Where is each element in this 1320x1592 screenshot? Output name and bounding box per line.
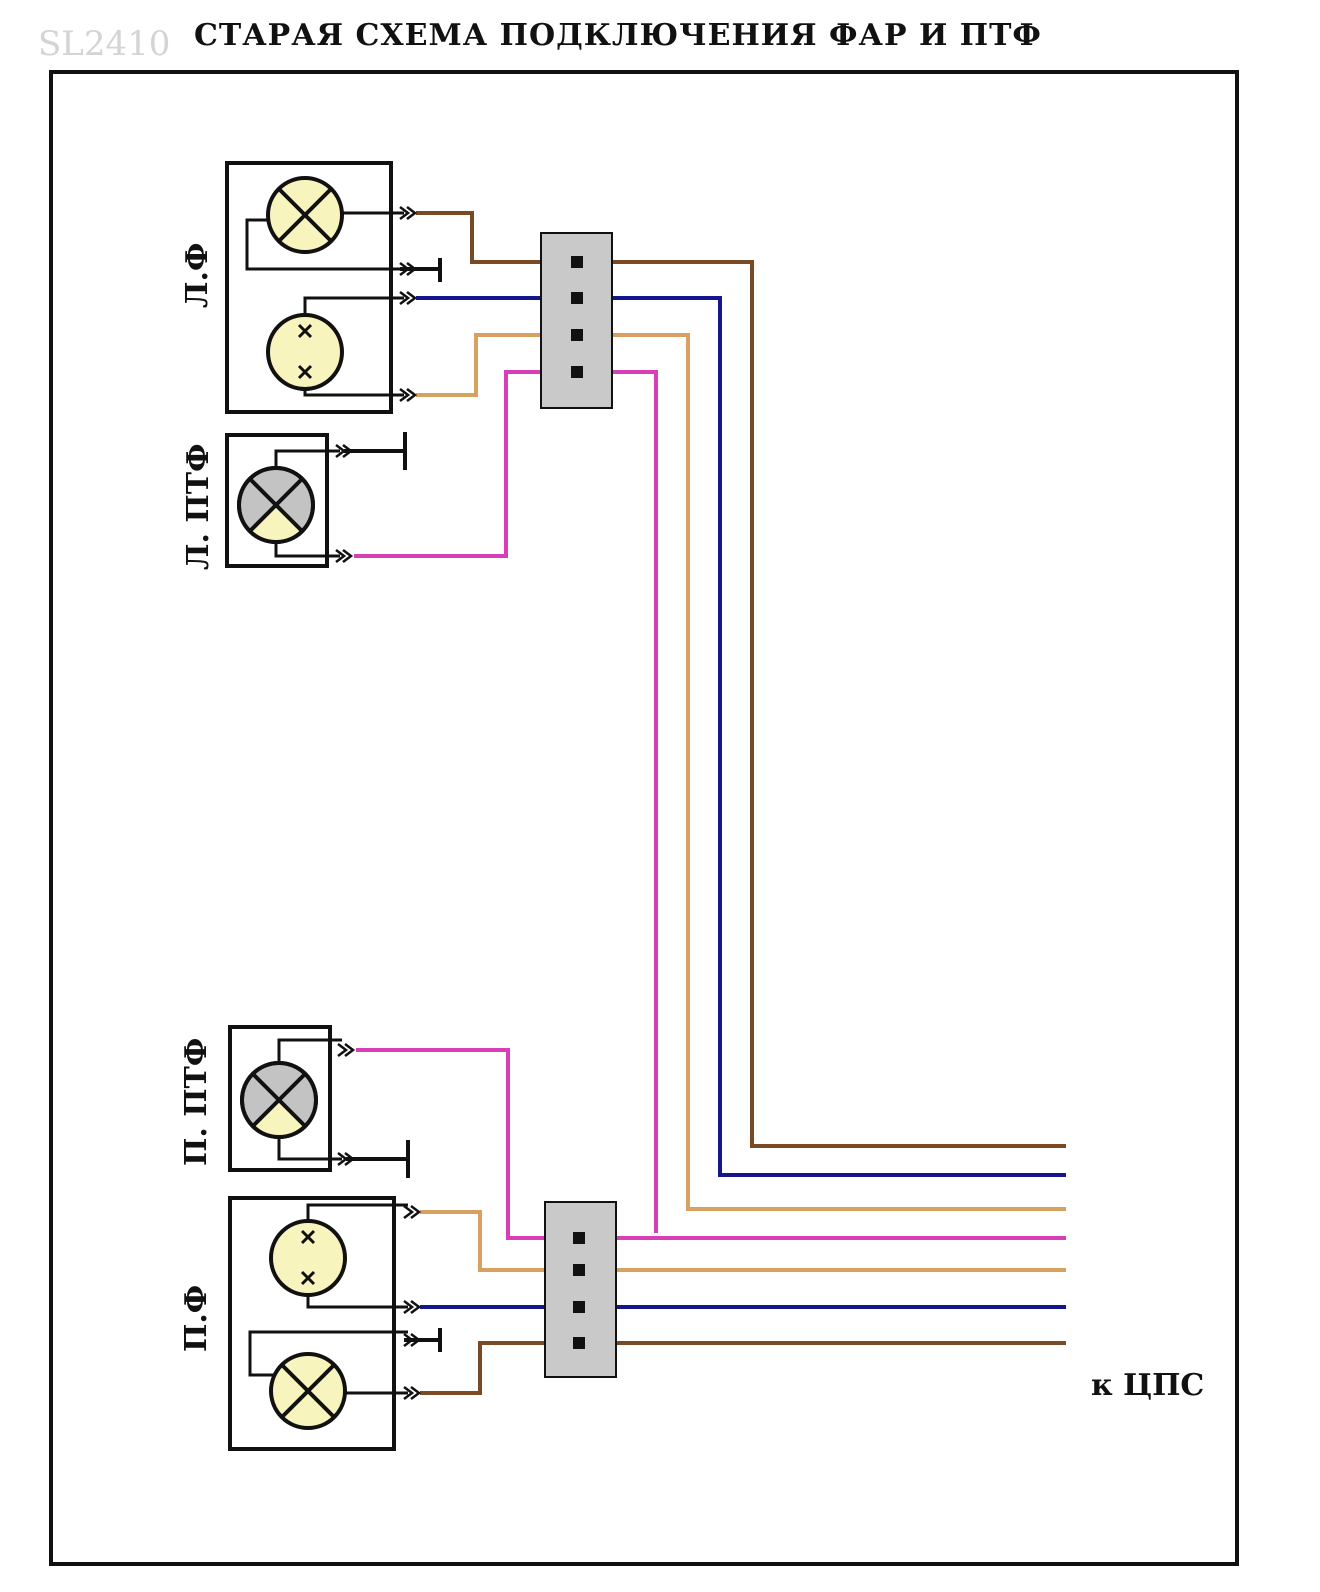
left-fog-lamp [225,433,353,568]
right-fog-lamp [228,1025,355,1172]
connector-block-bottom [544,1201,617,1378]
label-left-fog: Л. ПТФ [181,443,216,570]
wire-tan-right-headlight [420,1210,1066,1272]
label-right-fog: П. ПТФ [179,1038,214,1166]
right-headlight [228,1196,421,1451]
label-left-headlight: Л.Ф [180,243,215,308]
wire-brown-right-headlight [420,1341,1066,1395]
fog-lamp-icon [240,1061,318,1139]
wire-blue-left-headlight [416,296,1066,1177]
fog-lamp-icon [237,466,315,544]
ground-symbol-left-fog [344,432,407,470]
wire-magenta-right-fog [356,1048,1066,1240]
terminal-icon [336,1042,355,1058]
dual-filament-lamp-icon [269,1219,347,1297]
dual-filament-lamp-icon [266,313,344,391]
label-right-headlight: П.Ф [179,1285,214,1352]
wire-magenta-left-fog [354,370,658,1233]
high-beam-lamp-icon [266,176,344,254]
ground-symbol-right-fog [346,1140,410,1178]
wire-brown-left-headlight [416,211,1066,1148]
diagram-title: СТАРАЯ СХЕМА ПОДКЛЮЧЕНИЯ ФАР И ПТФ [194,18,1042,53]
watermark: SL2410 [38,24,171,64]
wire-tan-left-headlight [416,333,1066,1211]
label-to-ecu: к ЦПС [1091,1368,1204,1403]
connector-block-top [540,232,613,409]
left-headlight [225,161,417,414]
high-beam-lamp-icon [269,1352,347,1430]
terminal-icon [402,1204,421,1220]
diagram-frame [49,70,1239,1566]
ground-symbol-right-headlight [404,1328,442,1352]
